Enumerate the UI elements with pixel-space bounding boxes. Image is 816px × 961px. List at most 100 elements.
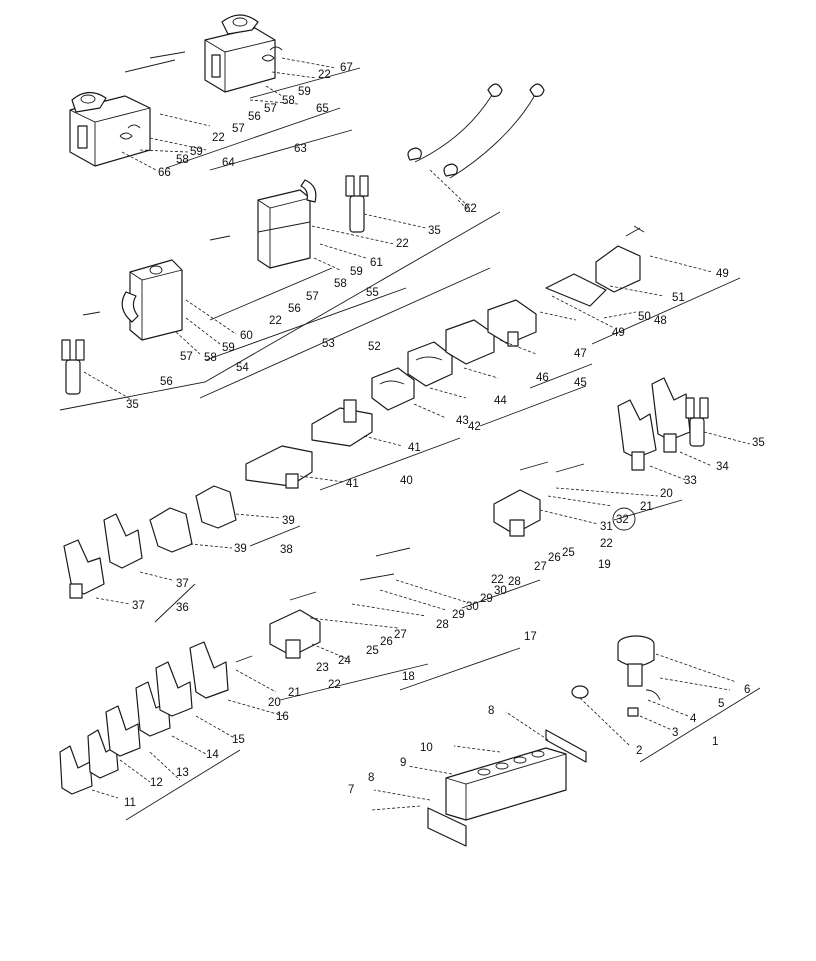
callout-31: 31 (600, 521, 613, 533)
callout-15: 15 (232, 734, 245, 746)
callout-22g: 22 (328, 679, 341, 691)
callout-59d: 59 (190, 146, 203, 158)
group-brackets (59, 67, 761, 821)
callout-27b: 27 (394, 629, 407, 641)
fork-11 (59, 745, 93, 795)
callout-46: 46 (536, 372, 549, 384)
callout-54: 54 (236, 362, 249, 374)
callout-39a: 39 (282, 515, 295, 527)
callout-35-top: 35 (428, 225, 441, 237)
receiver-assembly-lower (121, 259, 183, 341)
callout-56c: 56 (248, 111, 261, 123)
fork-39-b (149, 507, 193, 553)
saddle-46 (445, 319, 495, 365)
callout-61: 61 (370, 257, 383, 269)
callout-35-left: 35 (126, 399, 139, 411)
safety-chains (407, 83, 545, 179)
callout-39b: 39 (234, 543, 247, 555)
callout-49a: 49 (716, 268, 729, 280)
callout-41a: 41 (408, 442, 421, 454)
callout-37a: 37 (176, 578, 189, 590)
fork-34 (651, 377, 691, 453)
callout-20b: 20 (268, 697, 281, 709)
fork-39-a (195, 485, 237, 529)
callout-22f: 22 (491, 574, 504, 586)
callout-60: 60 (240, 330, 253, 342)
callout-45: 45 (574, 377, 587, 389)
callout-37b: 37 (132, 600, 145, 612)
callout-13: 13 (176, 767, 189, 779)
callout-49b: 49 (612, 327, 625, 339)
callout-32: 32 (616, 514, 629, 526)
callout-34: 34 (716, 461, 729, 473)
saddle-43 (371, 367, 415, 411)
fork-15 (155, 661, 193, 717)
storage-rack (427, 729, 587, 847)
callout-28a: 28 (508, 576, 521, 588)
callout-44: 44 (494, 395, 507, 407)
callout-58c: 58 (282, 95, 295, 107)
fork-13 (105, 705, 141, 757)
callout-21b: 21 (288, 687, 301, 699)
callout-26b: 26 (380, 636, 393, 648)
fork-37-a (103, 513, 143, 569)
callout-24: 24 (338, 655, 351, 667)
callout-67: 67 (340, 62, 353, 74)
hitch-receiver-upper (204, 14, 283, 93)
callout-65: 65 (316, 103, 329, 115)
callout-59c: 59 (298, 86, 311, 98)
callout-66: 66 (158, 167, 171, 179)
callout-22c: 22 (318, 69, 331, 81)
callout-58d: 58 (176, 154, 189, 166)
callout-6: 6 (744, 684, 750, 696)
callout-3: 3 (672, 727, 678, 739)
fork-37-b (63, 539, 105, 599)
callout-17: 17 (524, 631, 537, 643)
pin-35-lower (61, 339, 85, 395)
callout-48: 48 (654, 315, 667, 327)
callout-4: 4 (690, 713, 697, 725)
callout-57a: 57 (306, 291, 319, 303)
leader-lines (83, 57, 751, 811)
head-assembly-upper (493, 461, 585, 537)
callout-27a: 27 (534, 561, 547, 573)
callout-8b: 8 (488, 705, 494, 717)
fork-33 (617, 399, 657, 471)
callout-21a: 21 (640, 501, 653, 513)
callout-43: 43 (456, 415, 469, 427)
callout-25a: 25 (562, 547, 575, 559)
callout-64: 64 (222, 157, 235, 169)
callout-22a: 22 (396, 238, 409, 250)
callout-35-right: 35 (752, 437, 765, 449)
callout-42: 42 (468, 421, 481, 433)
callout-52: 52 (368, 341, 381, 353)
callout-2: 2 (636, 745, 642, 757)
callout-62: 62 (464, 203, 477, 215)
callout-20a: 20 (660, 488, 673, 500)
pad-assembly (571, 635, 661, 717)
saddle-47 (487, 299, 537, 347)
callout-16: 16 (276, 711, 289, 723)
callout-56b: 56 (160, 376, 173, 388)
callout-30b: 30 (466, 601, 479, 613)
callout-26a: 26 (548, 552, 561, 564)
callout-22e: 22 (600, 538, 613, 550)
bracket-50 (545, 273, 607, 307)
callout-41b: 41 (346, 478, 359, 490)
callout-9: 9 (400, 757, 406, 769)
receiver-assembly-upper (257, 179, 317, 269)
callout-18: 18 (402, 671, 415, 683)
callout-12: 12 (150, 777, 163, 789)
callout-58a: 58 (334, 278, 347, 290)
fork-16 (189, 641, 229, 699)
bracket-51 (595, 225, 645, 293)
callout-5: 5 (718, 698, 724, 710)
callout-36: 36 (176, 602, 189, 614)
fork-12 (87, 729, 119, 779)
callout-38: 38 (280, 544, 293, 556)
callout-29a: 29 (480, 593, 493, 605)
callout-22d: 22 (212, 132, 225, 144)
callout-1: 1 (712, 736, 718, 748)
callout-63: 63 (294, 143, 307, 155)
